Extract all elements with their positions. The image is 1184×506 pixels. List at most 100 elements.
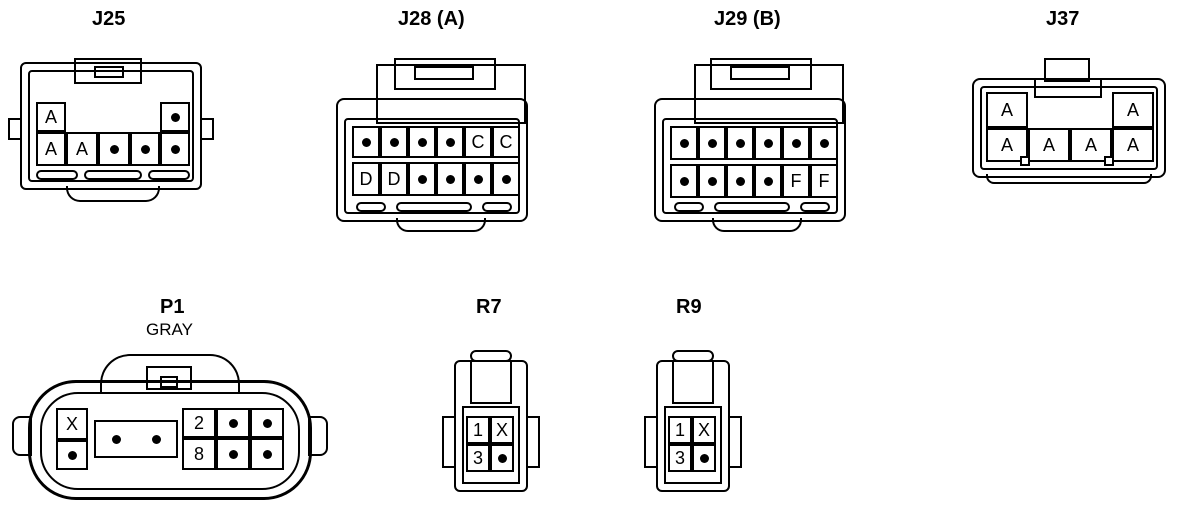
pin-cell (56, 440, 88, 470)
pin-dot (819, 138, 829, 148)
pin-dot (707, 138, 717, 148)
connector-hood (376, 64, 526, 124)
pin-cell (216, 438, 250, 470)
connector-shell (654, 98, 846, 222)
connector-title-r9: R9 (676, 296, 702, 318)
key-rib (482, 202, 512, 212)
pin-dot (111, 434, 121, 444)
pin-dot (67, 450, 77, 460)
pin-dot (228, 449, 238, 459)
pin-cell (436, 162, 464, 196)
pin-cell (692, 444, 716, 472)
connector-latch (146, 366, 192, 390)
pin-cell: A (986, 92, 1028, 128)
pin-cell: 1 (466, 416, 490, 444)
pin-dot (140, 144, 150, 154)
pin-cell: F (782, 164, 810, 198)
key-rib (800, 202, 830, 212)
connector-side-ear (644, 416, 658, 468)
pin-dot (389, 137, 399, 147)
connector-side-ear (728, 416, 742, 468)
connector-skirt (66, 186, 160, 202)
pin-cell: X (692, 416, 716, 444)
key-rib (356, 202, 386, 212)
pin-cell: F (810, 164, 838, 198)
pin-dot (735, 176, 745, 186)
pin-cell (464, 162, 492, 196)
connector-side-ear (442, 416, 456, 468)
connector-latch (710, 58, 812, 90)
pin-cell (726, 164, 754, 198)
connector-inner-shell (40, 392, 300, 490)
connector-latch-slot (94, 66, 124, 78)
pin-cell: X (490, 416, 514, 444)
pin-dot (497, 453, 507, 463)
connector-side-tab (8, 118, 22, 140)
pin-dot (417, 137, 427, 147)
pin-cell: A (66, 132, 98, 166)
pin-dot (679, 138, 689, 148)
pin-cell: 8 (182, 438, 216, 470)
connector-latch (74, 58, 142, 84)
key-notch (1104, 156, 1114, 166)
pin-cell (492, 162, 520, 196)
connector-title-j37: J37 (1046, 8, 1080, 30)
key-rib (674, 202, 704, 212)
key-rib (36, 170, 78, 180)
pin-cell (698, 126, 726, 160)
connector-latch-slot (730, 66, 790, 80)
pin-cell (98, 132, 130, 166)
pin-dot (417, 174, 427, 184)
pin-cell (408, 126, 436, 158)
pin-cell (490, 444, 514, 472)
connector-skirt (712, 218, 802, 232)
connector-latch-slot (160, 376, 178, 388)
connector-latch-base (1034, 78, 1102, 98)
pin-cell: A (36, 132, 66, 166)
key-rib (84, 170, 142, 180)
connector-side-ear (308, 416, 328, 456)
pin-cell: D (380, 162, 408, 196)
pin-cell (250, 438, 284, 470)
connector-inner-shell (980, 86, 1158, 170)
pin-cell (670, 126, 698, 160)
pin-dot (170, 112, 180, 122)
key-notch (1020, 156, 1030, 166)
pin-cell: X (56, 408, 88, 440)
pin-cell (810, 126, 838, 160)
pin-cell (380, 126, 408, 158)
pin-cell (160, 102, 190, 132)
pin-cell (408, 162, 436, 196)
connector-shell (972, 78, 1166, 178)
connector-latch-arm (672, 360, 714, 404)
pin-cell: 1 (668, 416, 692, 444)
pin-dot (445, 174, 455, 184)
pin-cell: D (352, 162, 380, 196)
connector-side-ear (12, 416, 32, 456)
pin-dot (679, 176, 689, 186)
pin-cell: C (464, 126, 492, 158)
pin-cell-pair (94, 420, 178, 458)
pin-dot (262, 418, 272, 428)
pin-dot (473, 174, 483, 184)
pin-cell (754, 164, 782, 198)
pin-dot (445, 137, 455, 147)
pin-cell: 2 (182, 408, 216, 438)
pin-cell: A (1112, 128, 1154, 162)
connector-shell (336, 98, 528, 222)
connector-face (664, 406, 722, 484)
connector-shell (28, 380, 312, 500)
pin-cell (352, 126, 380, 158)
pin-cell (130, 132, 160, 166)
connector-title-r7: R7 (476, 296, 502, 318)
pin-dot (262, 449, 272, 459)
pin-dot (707, 176, 717, 186)
pin-dot (763, 138, 773, 148)
pin-dot (735, 138, 745, 148)
connector-skirt (986, 174, 1152, 184)
connector-inner-shell (28, 70, 194, 182)
pin-cell (216, 408, 250, 438)
pin-dot (170, 144, 180, 154)
connector-latch-slot (414, 66, 474, 80)
pin-dot (228, 418, 238, 428)
